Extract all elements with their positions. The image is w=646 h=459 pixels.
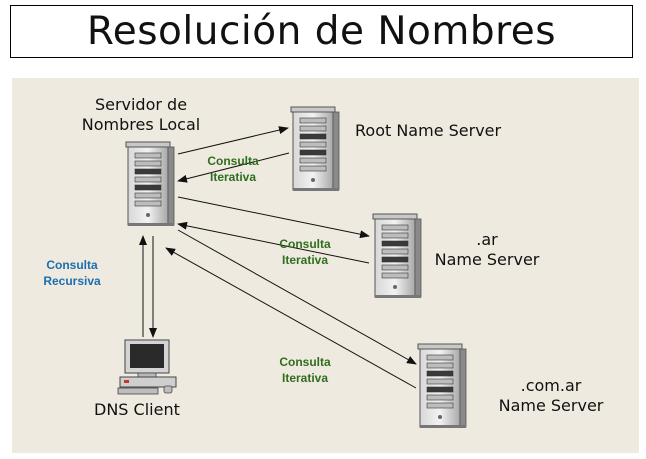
comar-server-label: .com.ar Name Server bbox=[491, 376, 611, 416]
iterative-query-1-line2: Iterativa bbox=[209, 170, 257, 184]
local-server-label: Servidor de Nombres Local bbox=[76, 95, 206, 135]
title-box: Resolución de Nombres bbox=[10, 5, 633, 58]
server-tower-icon-local bbox=[125, 141, 175, 227]
iterative-query-label-1: Consulta Iterativa bbox=[198, 153, 268, 185]
local-server-label-line1: Servidor de bbox=[94, 95, 188, 114]
iterative-query-3-line2: Iterativa bbox=[281, 371, 329, 385]
arrow-local-to-root bbox=[177, 126, 289, 155]
iterative-query-3-line1: Consulta bbox=[279, 355, 331, 369]
iterative-query-label-3: Consulta Iterativa bbox=[270, 354, 340, 386]
comar-server-label-line2: Name Server bbox=[498, 396, 604, 415]
server-tower-icon-comar bbox=[417, 343, 467, 429]
arrow-ar-to-local bbox=[177, 221, 370, 264]
ar-server-label-line2: Name Server bbox=[434, 250, 540, 269]
iterative-query-2-line2: Iterativa bbox=[281, 253, 329, 267]
local-server-label-line2: Nombres Local bbox=[81, 115, 201, 134]
server-tower-icon-ar bbox=[372, 213, 422, 299]
arrow-root-to-local bbox=[177, 152, 290, 183]
arrow-local-to-comar bbox=[177, 229, 417, 365]
iterative-query-label-2: Consulta Iterativa bbox=[270, 236, 340, 268]
dns-diagram: Servidor de Nombres Local Root Name Serv… bbox=[12, 78, 639, 453]
root-server-label: Root Name Server bbox=[355, 121, 502, 140]
page-title: Resolución de Nombres bbox=[86, 9, 557, 54]
ar-server-label: .ar Name Server bbox=[432, 230, 542, 270]
dns-client-label: DNS Client bbox=[94, 400, 180, 419]
recursive-query-line2: Recursiva bbox=[43, 274, 101, 288]
arrow-local-to-ar bbox=[177, 196, 370, 239]
ar-server-label-line1: .ar bbox=[476, 230, 498, 249]
recursive-query-line1: Consulta bbox=[46, 258, 98, 272]
server-tower-icon-root bbox=[290, 106, 340, 192]
iterative-query-1-line1: Consulta bbox=[207, 154, 259, 168]
comar-server-label-line1: .com.ar bbox=[520, 376, 582, 395]
diagram-canvas bbox=[117, 106, 467, 429]
arrow-comar-to-local bbox=[165, 247, 417, 389]
desktop-computer-icon bbox=[117, 339, 177, 395]
iterative-query-2-line1: Consulta bbox=[279, 237, 331, 251]
recursive-query-label: Consulta Recursiva bbox=[36, 257, 108, 289]
